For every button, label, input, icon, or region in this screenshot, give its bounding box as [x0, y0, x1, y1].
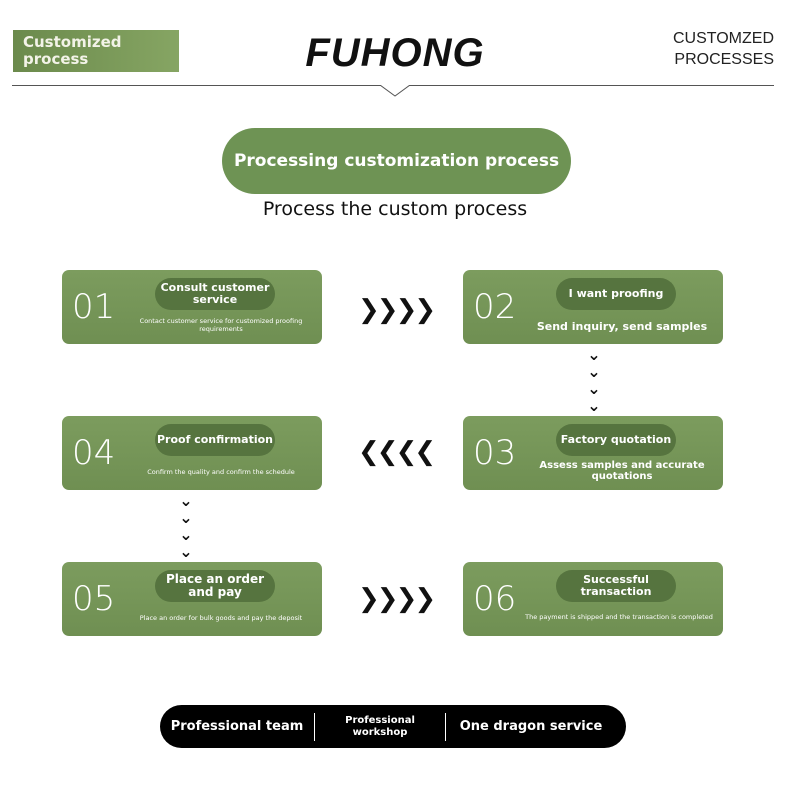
- step-desc: Send inquiry, send samples: [536, 320, 708, 333]
- step-title: I want proofing: [556, 278, 676, 310]
- page-title: Processing customization process: [222, 128, 571, 194]
- step-number: 06: [473, 579, 517, 619]
- chevron-down-icon: ⌄: [179, 492, 193, 509]
- step-title: Place an order and pay: [155, 570, 275, 602]
- arrow-down-icon: ⌄⌄⌄⌄: [582, 346, 606, 414]
- chevron-down-icon: ⌄: [179, 543, 193, 560]
- step-title: Consult customer service: [155, 278, 275, 310]
- step-desc: Confirm the quality and confirm the sche…: [147, 468, 295, 476]
- step-title: Successful transaction: [556, 570, 676, 602]
- header-right-line2: PROCESSES: [674, 51, 774, 68]
- step-number: 04: [72, 433, 116, 473]
- arrow-right-icon: ❯❯❯❯: [358, 295, 436, 325]
- arrow-right-icon: ❯❯❯❯: [358, 584, 436, 614]
- step-title: Proof confirmation: [155, 424, 275, 456]
- step-number: 02: [473, 287, 517, 327]
- brand-logo: FUHONG: [305, 31, 485, 75]
- step-desc: The payment is shipped and the transacti…: [525, 613, 713, 621]
- separator: [445, 712, 446, 741]
- chevron-down-icon: ⌄: [587, 397, 601, 414]
- step-desc: Assess samples and accurate quotations: [539, 460, 705, 482]
- step-number: 03: [473, 433, 517, 473]
- arrow-left-icon: ❮❮❮❮: [358, 437, 436, 467]
- footer-item: Professional team: [170, 719, 304, 734]
- divider-notch: [380, 85, 410, 97]
- header-tag: Customized process: [13, 30, 179, 72]
- step-number: 05: [72, 579, 116, 619]
- arrow-down-icon: ⌄⌄⌄⌄: [174, 492, 198, 560]
- page-subtitle: Process the custom process: [262, 198, 528, 220]
- chevron-down-icon: ⌄: [179, 509, 193, 526]
- footer-bar: Professional team Professional workshop …: [160, 705, 626, 748]
- step-desc: Contact customer service for customized …: [139, 317, 303, 333]
- step-title: Factory quotation: [556, 424, 676, 456]
- chevron-down-icon: ⌄: [587, 363, 601, 380]
- header-right-line1: CUSTOMZED: [672, 30, 774, 47]
- separator: [314, 712, 315, 741]
- footer-item: One dragon service: [459, 719, 603, 734]
- chevron-down-icon: ⌄: [587, 380, 601, 397]
- step-number: 01: [72, 287, 116, 327]
- chevron-down-icon: ⌄: [587, 346, 601, 363]
- header-right: CUSTOMZED PROCESSES: [673, 28, 774, 70]
- footer-item: Professional workshop: [345, 714, 415, 738]
- chevron-down-icon: ⌄: [179, 526, 193, 543]
- step-desc: Place an order for bulk goods and pay th…: [139, 614, 303, 622]
